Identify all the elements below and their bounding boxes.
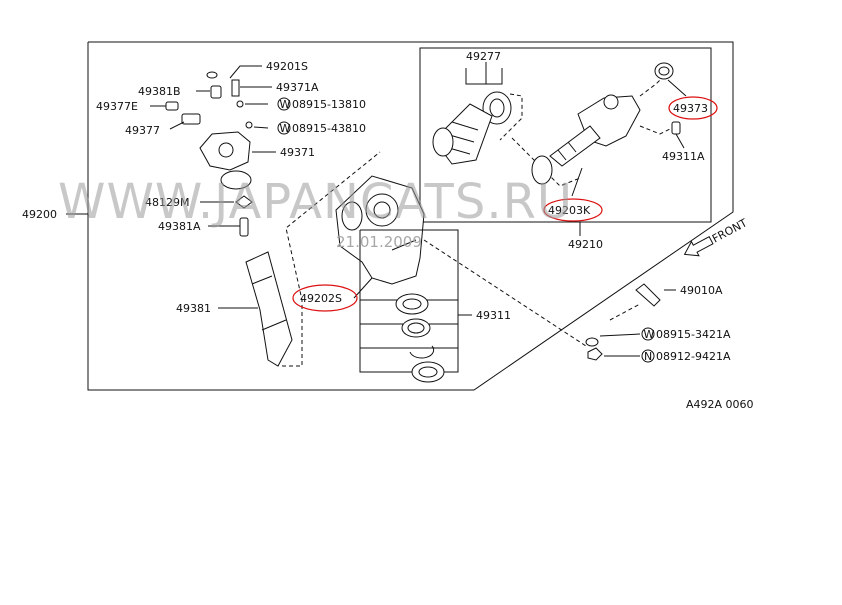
- label-49377: 49377: [125, 124, 160, 137]
- seal-ring-3: [411, 361, 445, 383]
- pin-49381a-part: [239, 217, 249, 237]
- leader-49202s: [353, 277, 373, 299]
- washer-13810-part: [236, 100, 244, 108]
- dashed-guide-housing: [423, 239, 587, 347]
- sub-assembly-frame: [419, 47, 712, 223]
- label-49377e: 49377E: [96, 100, 138, 113]
- nut-marker-9421a-letter: N: [644, 350, 652, 363]
- leader-08915-43810: [253, 126, 269, 129]
- leader-49311a: [675, 133, 685, 149]
- washer-43810-part: [245, 121, 253, 129]
- label-49381b: 49381B: [138, 85, 181, 98]
- leader-08915-3421a: [599, 333, 641, 337]
- label-49311: 49311: [476, 309, 511, 322]
- seal-49277-a-inner: [489, 98, 505, 118]
- label-49381: 49381: [176, 302, 211, 315]
- label-08915-13810: 08915-13810: [292, 98, 366, 111]
- fitting-49377e-part: [165, 101, 179, 111]
- oring-sub-part: [531, 155, 553, 185]
- input-shaft-part: [549, 125, 601, 167]
- label-49200: 49200: [22, 208, 57, 221]
- watermark-text: WWW.JAPANCATS.RU: [58, 174, 573, 230]
- dashed-guide-49010a: [609, 303, 641, 321]
- housing-detail: [391, 239, 417, 251]
- large-oring-part: [220, 170, 252, 190]
- highlight-49202s: [292, 284, 358, 312]
- fitting-49377-part: [181, 113, 201, 125]
- washer-marker-3421a-letter: W: [644, 328, 655, 341]
- dashed-guide-sub-1: [499, 93, 523, 141]
- label-49203k: 49203K: [548, 204, 591, 217]
- housing-port-1: [365, 193, 399, 227]
- highlight-49373: [668, 96, 718, 120]
- washer-marker-3421a: [641, 327, 655, 341]
- fitting-49381b-part: [210, 85, 222, 99]
- washer-marker-13810: [277, 97, 291, 111]
- label-49277: 49277: [466, 50, 501, 63]
- seal-ring-2-inner: [407, 322, 425, 334]
- label-49202s: 49202S: [300, 292, 342, 305]
- snap-ring: [409, 345, 435, 359]
- washer-marker-43810: [277, 121, 291, 135]
- watermark-date: 21.01.2009: [336, 233, 422, 251]
- seal-ring-2: [401, 318, 431, 338]
- worm-thread-1: [451, 121, 479, 131]
- label-49210: 49210: [568, 238, 603, 251]
- leader-49201s: [229, 65, 262, 79]
- seal-ring-1-inner: [402, 298, 422, 310]
- seal-49373-inner: [658, 66, 670, 76]
- shaft-band-2: [261, 319, 287, 331]
- label-49311a: 49311A: [662, 150, 705, 163]
- seal-49373-part: [654, 62, 674, 80]
- assembly-frame: [87, 41, 734, 391]
- dashed-guide-49373: [639, 79, 661, 97]
- label-08915-3421a: 08915-3421A: [656, 328, 731, 341]
- nut-marker-9421a: [641, 349, 655, 363]
- label-49010a: 49010A: [680, 284, 723, 297]
- washer-3421a-part: [585, 337, 599, 347]
- valve-cap: [603, 94, 619, 110]
- bolt-49010a-part: [635, 283, 661, 307]
- bolt-49371a-part: [231, 79, 240, 97]
- dashed-guide-49311a: [639, 125, 673, 135]
- label-08912-9421a: 08912-9421A: [656, 350, 731, 363]
- label-08915-43810: 08915-43810: [292, 122, 366, 135]
- front-arrow-head: [683, 236, 714, 257]
- bolt-49311a-part: [671, 121, 681, 135]
- input-shaft-spline-1: [557, 149, 567, 161]
- label-49373: 49373: [673, 102, 708, 115]
- seal-ring-1: [395, 293, 429, 315]
- housing-port-3: [341, 201, 363, 231]
- label-49201s: 49201S: [266, 60, 308, 73]
- dashed-guide-shaft: [282, 151, 381, 367]
- housing-port-2: [373, 201, 391, 219]
- leader-49277-bracket: [465, 68, 503, 85]
- dashed-guide-sub-2: [511, 137, 581, 187]
- label-49371a: 49371A: [276, 81, 319, 94]
- figure-code: A492A 0060: [686, 398, 754, 411]
- label-49381a: 49381A: [158, 220, 201, 233]
- oring-49201s-part: [206, 71, 218, 79]
- plate-48129m-part: [235, 195, 253, 209]
- seal-ring-3-inner: [418, 366, 438, 378]
- worm-end: [432, 127, 454, 157]
- leader-49203k: [571, 167, 583, 197]
- front-label: FRONT: [710, 216, 750, 245]
- shaft-band-1: [251, 275, 273, 285]
- label-49371: 49371: [280, 146, 315, 159]
- valve-cover-49371-part: [199, 131, 251, 171]
- input-shaft-spline-2: [567, 141, 577, 153]
- leader-49377: [169, 121, 185, 130]
- leader-49373: [667, 79, 687, 97]
- seal-kit-bracket: [359, 229, 459, 373]
- sector-shaft-49381-part: [245, 251, 293, 367]
- valve-cover-hole: [218, 142, 234, 158]
- nut-9421a-part: [587, 347, 603, 361]
- label-48129m: 48129M: [145, 196, 189, 209]
- washer-marker-43810-letter: W: [280, 122, 291, 135]
- washer-marker-13810-letter: W: [280, 98, 291, 111]
- highlight-49203k: [543, 198, 603, 222]
